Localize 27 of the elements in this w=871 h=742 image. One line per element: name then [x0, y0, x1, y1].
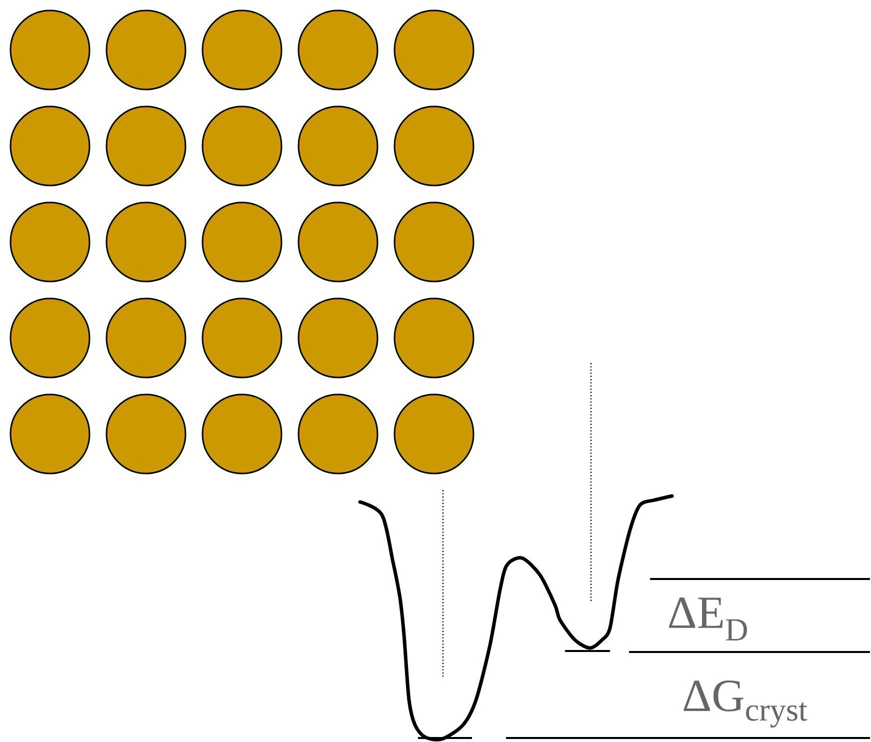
atom-circle — [202, 106, 282, 186]
atom-circle — [298, 10, 378, 90]
atom-circle — [10, 394, 90, 474]
atom-circle — [202, 202, 282, 282]
atom-circle — [106, 106, 186, 186]
atom-circle — [106, 10, 186, 90]
atom-circle — [106, 202, 186, 282]
atom-circle — [202, 394, 282, 474]
atom-circle — [10, 10, 90, 90]
atom-circle — [106, 394, 186, 474]
atom-circle — [298, 202, 378, 282]
atom-circle — [298, 106, 378, 186]
atom-circle — [202, 298, 282, 378]
energy-label: ΔG$_{cryst}$ — [684, 680, 808, 728]
energy-label: ΔE$_{D}$ — [669, 598, 747, 640]
atom-circle — [394, 298, 474, 378]
atom-circle — [202, 10, 282, 90]
atom-circle — [394, 202, 474, 282]
atom-circle — [394, 10, 474, 90]
atom-circle — [10, 298, 90, 378]
atom-circle — [10, 106, 90, 186]
atom-circle — [298, 394, 378, 474]
atom-circle — [106, 298, 186, 378]
atom-circle — [10, 202, 90, 282]
atom-circle — [394, 106, 474, 186]
atom-circle — [394, 394, 474, 474]
atom-circle — [298, 298, 378, 378]
